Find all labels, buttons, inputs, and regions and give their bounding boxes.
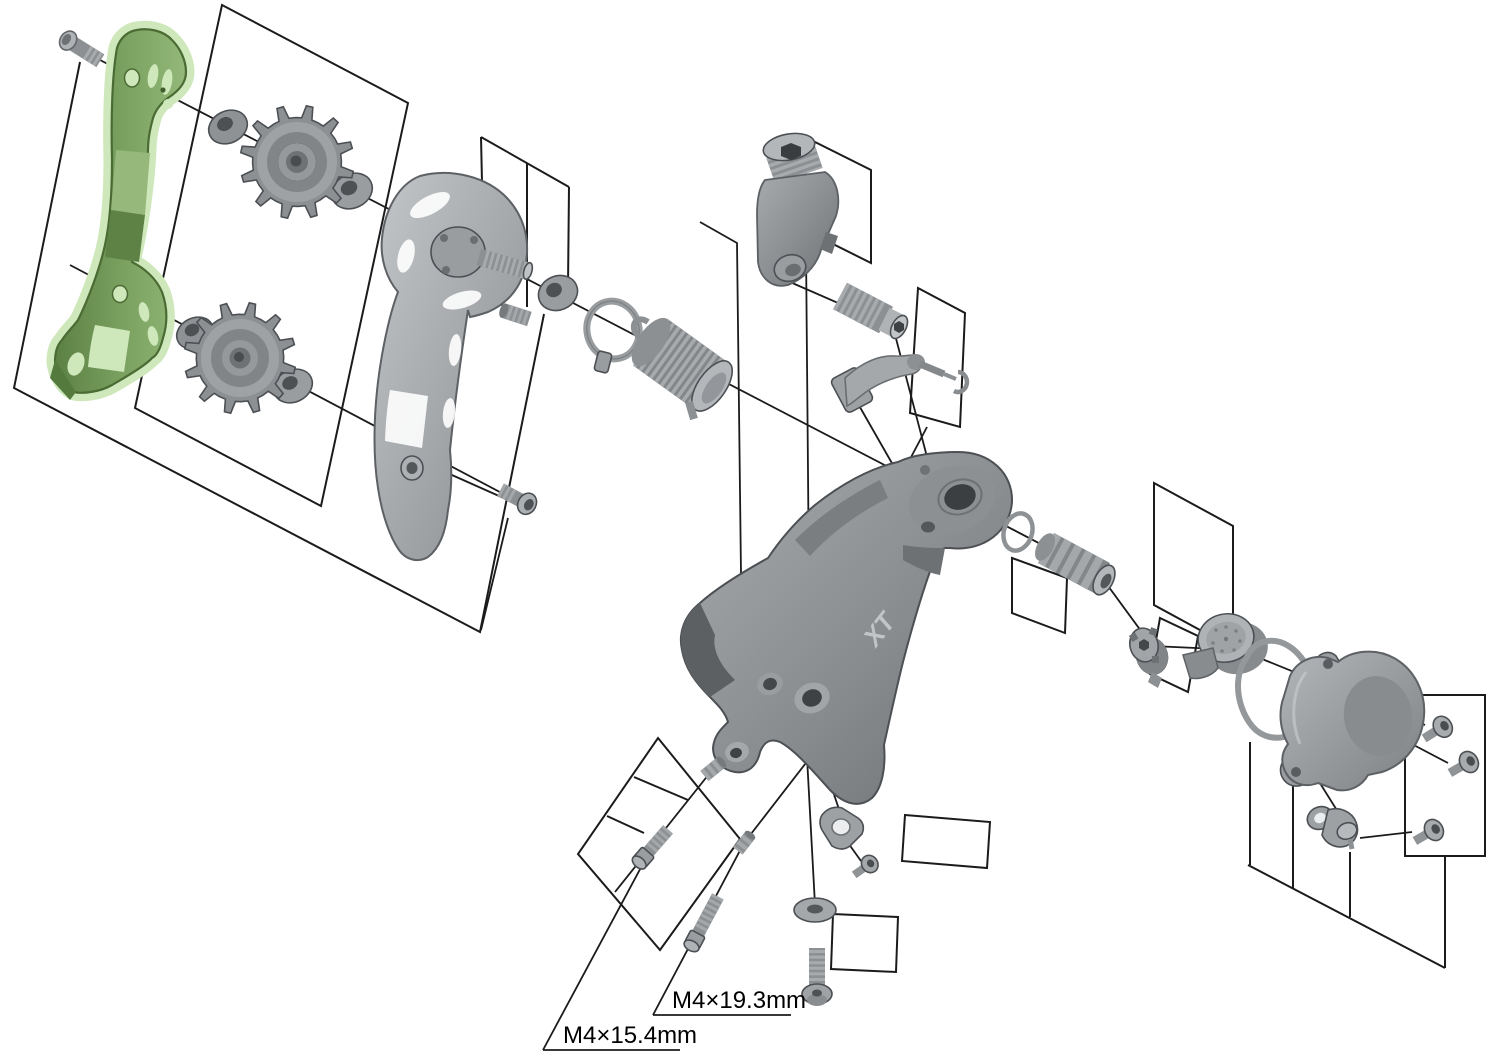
box-mount-bolts [576, 736, 742, 952]
guide-pulley[interactable] [239, 104, 355, 220]
label-bolt-long: M4×19.3mm [672, 987, 806, 1014]
mount-bolt-long[interactable] [682, 893, 725, 954]
cable-clamp-bolt[interactable] [801, 948, 833, 1006]
cover-bolt-1[interactable] [1418, 713, 1456, 748]
ratchet-cam[interactable] [1126, 625, 1172, 688]
cable-washer[interactable] [793, 897, 837, 923]
mount-sleeve-1[interactable] [700, 755, 728, 781]
dimension-labels: M4×19.3mm M4×15.4mm [543, 987, 806, 1051]
cover-bolt-2[interactable] [1444, 748, 1482, 783]
plate-screw[interactable] [849, 852, 881, 882]
box-pulleys [133, 3, 410, 508]
pulley-washer-1[interactable] [203, 104, 253, 150]
box-o-ring [1011, 556, 1069, 635]
box-fixing-plate [900, 813, 992, 870]
clutch-bushing[interactable] [1031, 530, 1120, 598]
pulley-bolt-upper[interactable] [56, 28, 106, 69]
cable-guide[interactable] [1304, 803, 1360, 850]
mount-bolt-short[interactable] [630, 824, 674, 871]
cover-bolt-3[interactable] [1409, 816, 1447, 851]
cable-fixing-plate[interactable] [819, 806, 865, 850]
box-cover-group [1247, 742, 1446, 969]
switch-lever-unit[interactable] [1182, 609, 1273, 680]
inner-plate[interactable] [46, 20, 195, 402]
tension-pulley[interactable] [183, 301, 297, 415]
pulley-bolt-lower[interactable] [495, 480, 540, 518]
pulley-shaft [476, 248, 534, 281]
clutch-cover[interactable] [1279, 650, 1426, 792]
box-inner-plate [12, 61, 545, 634]
outer-plate[interactable] [373, 172, 535, 562]
lever-clip[interactable] [952, 369, 970, 395]
mount-sleeve-2[interactable] [733, 829, 757, 855]
plate-washer[interactable] [533, 269, 583, 316]
tension-spring[interactable] [624, 312, 740, 421]
b-tension-lever[interactable] [830, 354, 957, 414]
grouping-boxes [12, 3, 1486, 974]
o-ring[interactable] [999, 510, 1037, 555]
snap-ring[interactable] [581, 296, 645, 374]
stopper-screw[interactable] [498, 302, 532, 327]
derailleur-body[interactable]: XT [680, 450, 1014, 805]
label-bolt-short: M4×15.4mm [563, 1022, 697, 1049]
box-cable-washer [829, 912, 900, 974]
bracket-axle-unit[interactable] [756, 130, 840, 287]
adjust-bushing[interactable] [833, 282, 911, 341]
